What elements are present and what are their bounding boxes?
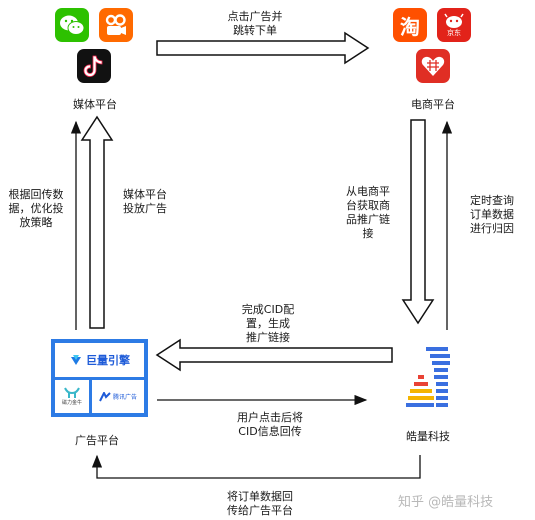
juliang-logo-text: 巨量引擎 [86,354,130,367]
juliang-icon [71,355,81,365]
arrow-company-to-ad [155,338,393,372]
arrow-ecom-to-company [401,119,435,325]
ad-platform-logo-panel: 巨量引擎 磁力金牛 腾讯广告 [51,339,148,417]
edge-label-order-data: 将订单数据回 传给广告平台 [227,490,293,517]
kuaishou-icon [99,8,133,42]
haoliang-logo [406,347,450,407]
bull-icon [64,387,80,398]
douyin-icon [77,49,111,83]
edge-label-company-to-ad: 完成CID配 置，生成 推广链接 [241,303,295,344]
ecommerce-platform-label: 电商平台 [411,98,455,111]
arrow-media-to-ecom [156,31,370,65]
jd-icon: 京东 [437,8,471,42]
wechat-icon [55,8,89,42]
jd-logo-text: 京东 [447,29,461,37]
tencent-ads-logo: 腾讯广告 [92,380,144,413]
tencent-ads-icon [99,391,111,401]
edge-label-ecom-to-company: 从电商平 台获取商 品推广链 接 [346,185,390,240]
arrow-ad-to-media [80,115,114,329]
edge-label-media-to-ecom: 点击广告并 跳转下单 [227,10,283,37]
company-label: 皓量科技 [406,430,450,443]
edge-label-ad-to-company: 用户点击后将 CID信息回传 [237,411,303,438]
media-platform-label: 媒体平台 [73,98,117,111]
arrow-order-data-to-ad [91,454,421,479]
ad-platform-label: 广告平台 [75,434,119,447]
pinduoduo-icon [416,49,450,83]
cili-jinniu-logo: 磁力金牛 [55,380,89,413]
watermark: 知乎 @皓量科技 [398,495,494,510]
juliang-engine-logo: 巨量引擎 [55,343,144,377]
taobao-icon: 淘 [393,8,427,42]
cili-logo-text: 磁力金牛 [61,400,82,406]
edge-label-company-to-ecom: 定时查询 订单数据 进行归因 [470,194,514,235]
tengxun-logo-text: 腾讯广告 [112,394,137,401]
edge-label-optimize: 根据回传数 据，优化投 放策略 [8,188,64,229]
edge-label-ad-to-media: 媒体平台 投放广告 [123,188,167,215]
